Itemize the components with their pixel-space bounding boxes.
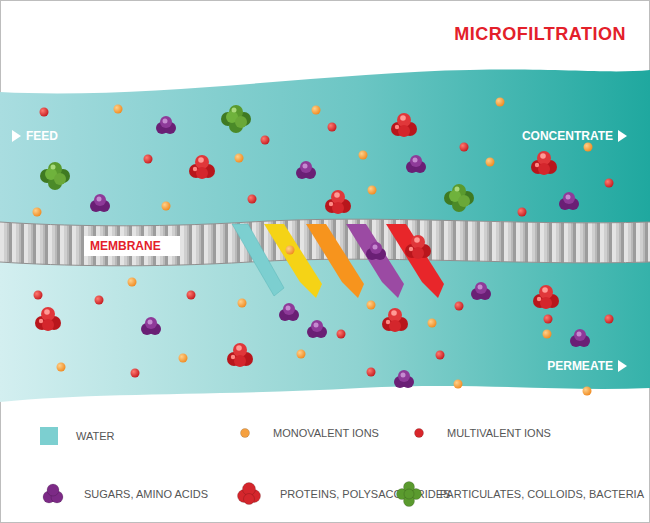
legend-swatch [239, 427, 251, 439]
stream-label: PERMEATE [547, 359, 613, 373]
legend-swatch [396, 481, 422, 507]
legend-text: MONOVALENT IONS [273, 427, 379, 439]
legend-swatch [40, 427, 58, 445]
legend-item: WATER [40, 427, 115, 445]
diagram-title: MICROFILTRATION [454, 24, 626, 45]
legend-item: MULTIVALENT IONS [410, 427, 551, 439]
legend-text: PARTICULATES, COLLOIDS, BACTERIA [440, 488, 644, 500]
legend-swatch [236, 481, 262, 507]
stream-label: CONCENTRATE [522, 129, 613, 143]
membrane-label: MEMBRANE [90, 239, 161, 253]
stream-label: FEED [26, 129, 58, 143]
legend-text: MULTIVALENT IONS [447, 427, 551, 439]
legend-text: WATER [76, 430, 115, 442]
legend-text: SUGARS, AMINO ACIDS [84, 488, 208, 500]
legend-swatch [413, 427, 425, 439]
legend-item: PARTICULATES, COLLOIDS, BACTERIA [396, 481, 644, 507]
legend-text: PROTEINS, POLYSACCHARIDES [280, 488, 450, 500]
legend-item: MONOVALENT IONS [236, 427, 379, 439]
legend-swatch [40, 481, 66, 507]
legend-item: SUGARS, AMINO ACIDS [40, 481, 208, 507]
